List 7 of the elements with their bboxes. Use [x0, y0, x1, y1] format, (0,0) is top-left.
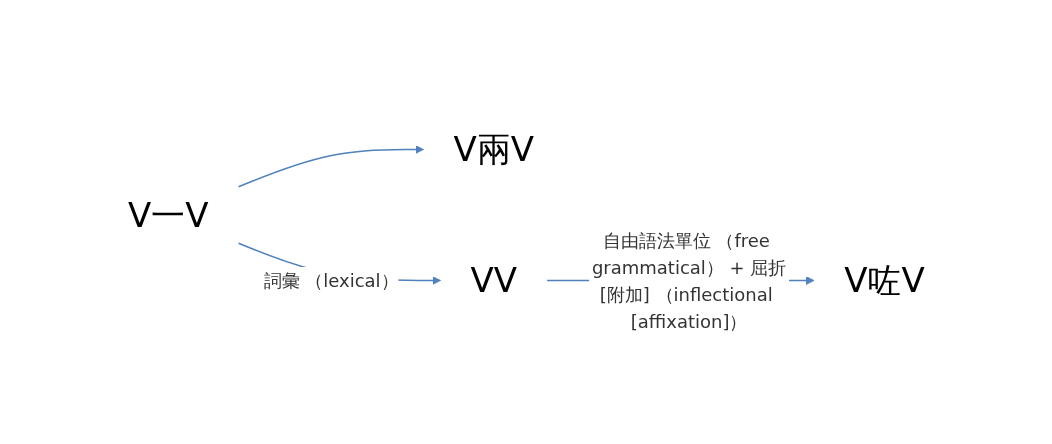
edge-label: 詞彙 （lexical）	[263, 270, 399, 292]
arrow	[237, 145, 424, 188]
node-text: V一V	[127, 194, 209, 235]
node-text: V兩V	[453, 129, 534, 170]
node-text: VV	[470, 260, 517, 301]
edge-label: 自由語法單位 （free grammatical） + 屈折[附加] （inflectional [affixation]）	[591, 229, 787, 332]
node-text: V咗V	[843, 260, 925, 301]
